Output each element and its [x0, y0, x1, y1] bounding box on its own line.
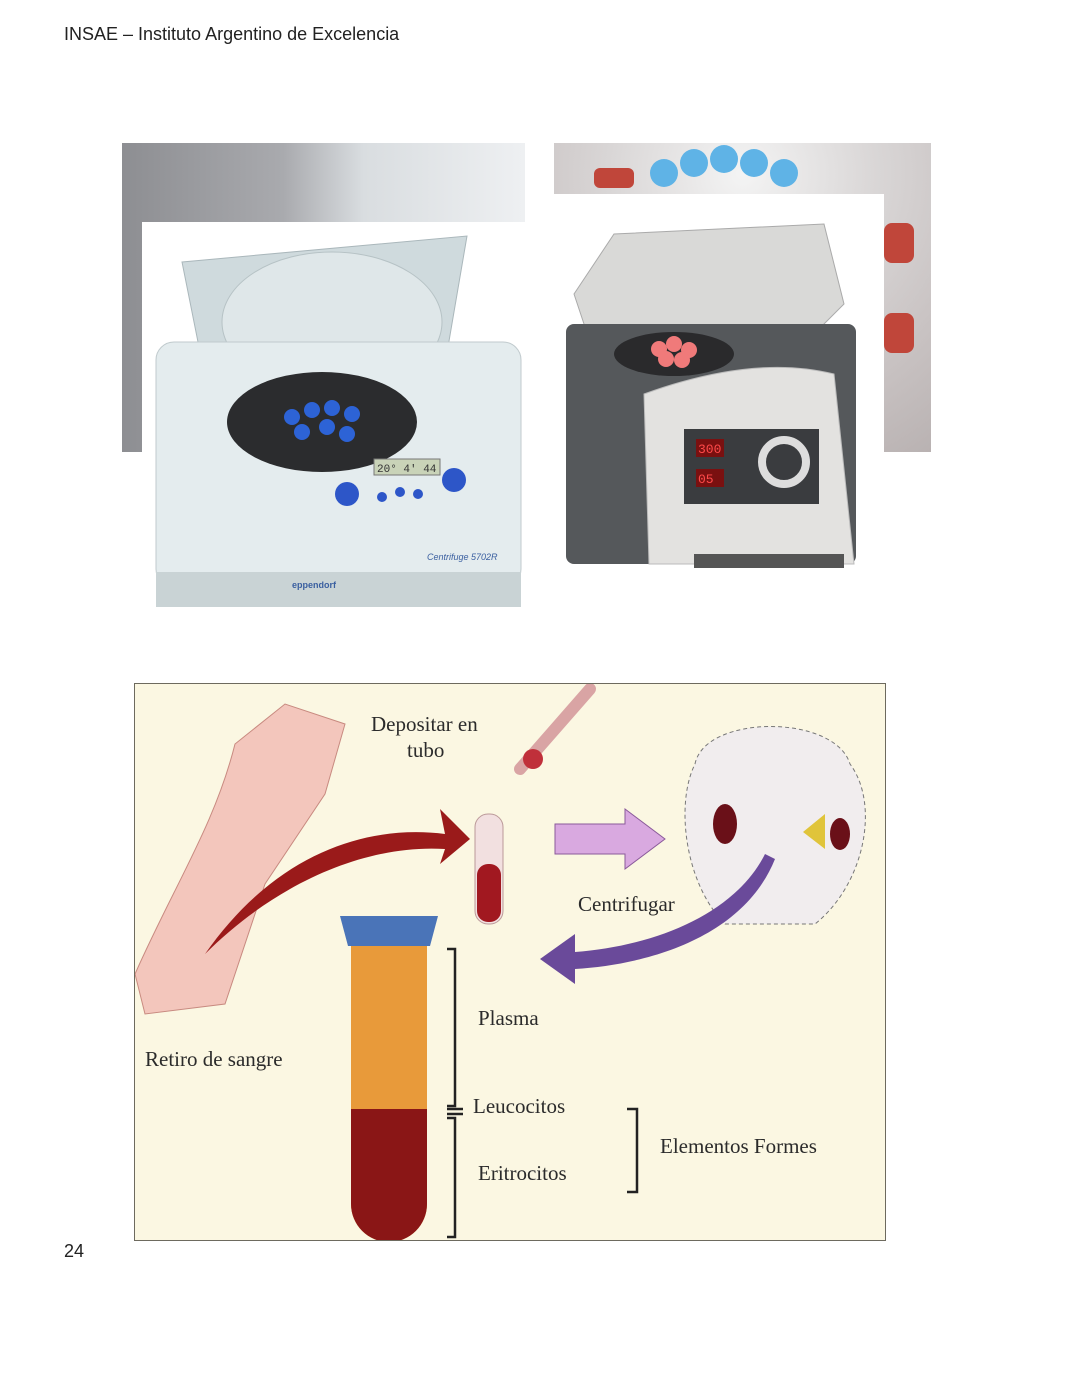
arm-illustration [135, 703, 346, 1015]
purple-arrow [554, 808, 666, 870]
blood-tube-small [477, 864, 501, 922]
eppendorf-centrifuge-photo: 20° 4ʹ 44 Centrifuge 5702R eppendorf [142, 222, 525, 620]
page-header: INSAE – Instituto Argentino de Excelenci… [64, 24, 400, 44]
red-arrow [205, 809, 470, 954]
label-plasma: Plasma [478, 1006, 539, 1030]
brand-logo: eppendorf [292, 580, 337, 590]
label-eritrocitos: Eritrocitos [478, 1161, 567, 1185]
label-elementos-formes: Elementos Formes [660, 1134, 817, 1158]
centrifuge-illustration-2: 300 05 [566, 223, 856, 568]
rotor-tubes-image [594, 145, 914, 353]
speed-display: 300 [698, 442, 721, 457]
label-tubo: tubo [407, 738, 445, 762]
label-retiro-de-sangre: Retiro de sangre [145, 1047, 283, 1071]
time-display: 05 [698, 472, 714, 487]
label-leucocitos: Leucocitos [473, 1094, 566, 1118]
blood-centrifugation-diagram: Depositar en tubo Centrifugar Retiro de … [134, 683, 886, 1241]
page-number: 24 [64, 1241, 85, 1261]
lcd-display: 20° 4ʹ 44 [377, 463, 437, 476]
model-label: Centrifuge 5702R [427, 552, 498, 562]
centrifuge-rotor-illustration [684, 726, 866, 925]
compact-centrifuge-photo: 300 05 [554, 194, 884, 610]
label-centrifugar: Centrifugar [578, 892, 675, 916]
return-arrow [540, 854, 775, 984]
diagram-artwork [135, 684, 866, 1240]
label-depositar: Depositar en [371, 712, 478, 736]
centrifuge-illustration: 20° 4ʹ 44 Centrifuge 5702R eppendorf [155, 235, 522, 607]
